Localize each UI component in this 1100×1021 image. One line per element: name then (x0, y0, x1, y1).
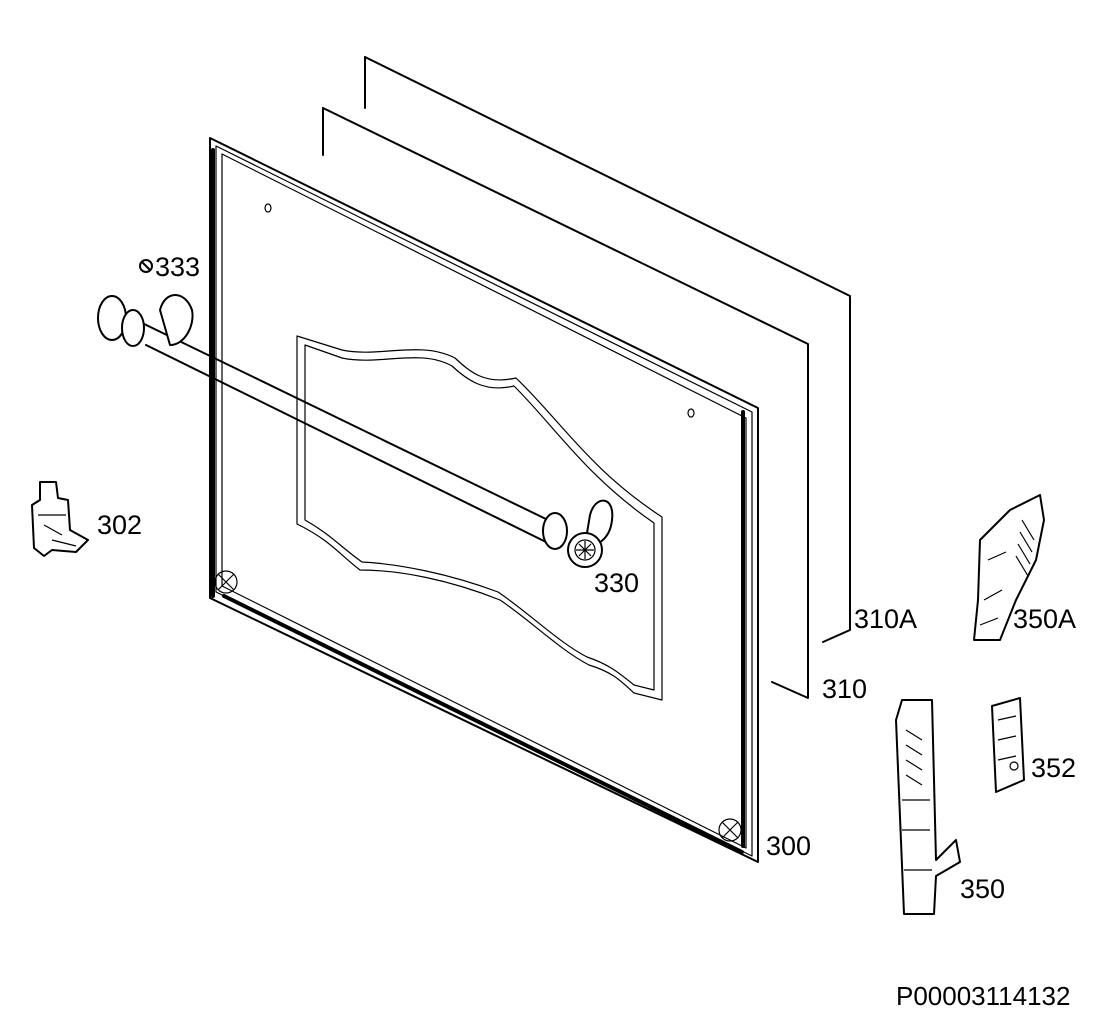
glass-panel-310A (364, 56, 851, 643)
label-300: 300 (766, 831, 812, 861)
corner-ornament-left (214, 570, 238, 594)
label-333: 333 (155, 252, 201, 282)
label-330: 330 (594, 568, 640, 598)
label-352: 352 (1031, 753, 1077, 783)
glass-panel-310 (322, 107, 809, 699)
handle-330 (97, 294, 614, 568)
label-350: 350 (960, 874, 1006, 904)
bracket-302 (31, 481, 89, 557)
hinge-350 (895, 699, 961, 915)
hinge-350A (973, 494, 1045, 641)
corner-ornament-right (718, 818, 742, 842)
door-panel-300 (209, 137, 759, 863)
screw-333 (139, 259, 153, 273)
hinge-352 (991, 697, 1025, 793)
label-310A: 310A (854, 604, 918, 634)
label-310: 310 (822, 674, 868, 704)
label-350A: 350A (1013, 604, 1077, 634)
label-302: 302 (97, 510, 143, 540)
drawing-reference-number: P00003114132 (896, 981, 1071, 1011)
